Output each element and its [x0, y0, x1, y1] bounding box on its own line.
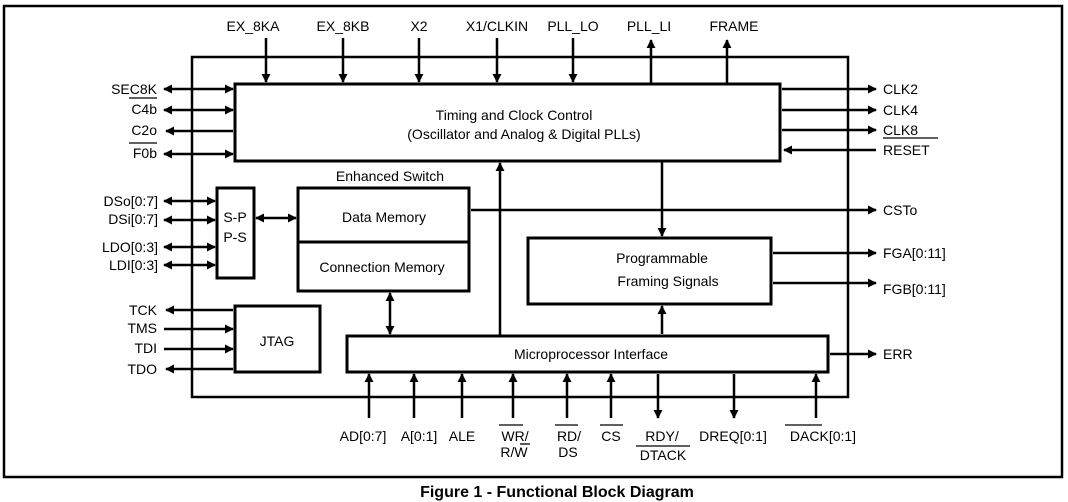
data-memory-block: Data Memory	[296, 186, 471, 244]
pin-label-fgb: FGB[0:11]	[883, 281, 946, 297]
pin-label-tck: TCK	[129, 302, 158, 318]
jtag-block: JTAG	[233, 304, 322, 374]
pin-label-frame: FRAME	[710, 18, 759, 34]
pin-label-ex8kb: EX_8KB	[317, 18, 370, 34]
pin-label-dsi: DSi[0:7]	[108, 211, 158, 227]
ps-label: P-S	[223, 229, 246, 245]
framing-label-1: Programmable	[616, 250, 708, 266]
sp-label: S-P	[223, 209, 246, 225]
pin-label-ale: ALE	[449, 428, 475, 444]
pin-label-tdi: TDI	[134, 340, 157, 356]
pin-label-ds: DS	[558, 444, 577, 460]
pin-label-clk2: CLK2	[883, 81, 918, 97]
programmable-framing-block: Programmable Framing Signals	[526, 236, 773, 306]
pin-label-dso: DSo[0:7]	[104, 193, 158, 209]
pin-label-tms: TMS	[127, 320, 157, 336]
figure-caption: Figure 1 - Functional Block Diagram	[420, 484, 694, 501]
pin-label-x1clkin: X1/CLKIN	[466, 18, 528, 34]
pin-label-rdy: RDY/	[645, 428, 679, 444]
pin-label-f0b: F0b	[133, 145, 157, 161]
micro-label: Microprocessor Interface	[514, 346, 668, 362]
jtag-label: JTAG	[260, 333, 295, 349]
timing-clock-control-block: Timing and Clock Control (Oscillator and…	[233, 82, 782, 163]
bottom-pins: AD[0:7] A[0:1] ALE WR/ R/W RD/ DS CS RDY…	[340, 373, 856, 463]
enhanced-switch-label: Enhanced Switch	[336, 168, 444, 184]
pin-label-dack: DACK[0:1]	[790, 428, 856, 444]
pin-label-dreq: DREQ[0:1]	[699, 428, 767, 444]
microprocessor-interface-block: Microprocessor Interface	[345, 334, 830, 374]
pin-label-reset: RESET	[883, 142, 930, 158]
pin-label-a: A[0:1]	[401, 428, 438, 444]
timing-subtitle: (Oscillator and Analog & Digital PLLs)	[407, 126, 640, 142]
data-memory-label: Data Memory	[342, 209, 426, 225]
left-pins: SEC8K C4b C2o F0b DSo[0:7] DSi[0:7] LDO[…	[102, 81, 234, 377]
pin-label-sec8k: SEC8K	[111, 81, 158, 97]
pin-label-ex8ka: EX_8KA	[227, 18, 281, 34]
pin-label-clk8: CLK8	[883, 122, 918, 138]
framing-label-2: Framing Signals	[617, 273, 718, 289]
pin-label-csto: CSTo	[883, 202, 917, 218]
pin-label-ad: AD[0:7]	[340, 428, 387, 444]
pin-label-c4b: C4b	[131, 101, 157, 117]
pin-label-pll-li: PLL_LI	[627, 18, 671, 34]
top-pins: EX_8KA EX_8KB X2 X1/CLKIN PLL_LO PLL_LI …	[227, 18, 759, 84]
right-pins: CLK2 CLK4 CLK8 RESET CSTo FGA[0:11] FGB[…	[471, 81, 946, 362]
pin-label-fga: FGA[0:11]	[883, 245, 946, 261]
pin-label-ldo: LDO[0:3]	[102, 239, 158, 255]
pin-label-rd: RD/	[557, 428, 581, 444]
connection-memory-label: Connection Memory	[319, 259, 444, 275]
chip-boundary	[190, 55, 850, 399]
outer-frame	[2, 4, 1064, 479]
connection-memory-block: Connection Memory	[296, 240, 471, 293]
sp-ps-converter-block: S-P P-S	[215, 186, 256, 280]
pin-label-dtack: DTACK	[640, 447, 687, 463]
pin-label-wr: WR/	[501, 428, 528, 444]
pin-label-pll-lo: PLL_LO	[547, 18, 598, 34]
pin-label-tdo: TDO	[127, 361, 157, 377]
pin-label-c2o: C2o	[131, 122, 157, 138]
pin-label-ldi: LDI[0:3]	[109, 257, 158, 273]
pin-label-clk4: CLK4	[883, 102, 918, 118]
pin-label-err: ERR	[883, 346, 913, 362]
internal-connections	[255, 162, 667, 336]
pin-label-cs: CS	[601, 428, 620, 444]
pin-label-rw: R/W	[500, 444, 528, 460]
pin-label-x2: X2	[410, 18, 427, 34]
timing-title: Timing and Clock Control	[436, 107, 593, 123]
